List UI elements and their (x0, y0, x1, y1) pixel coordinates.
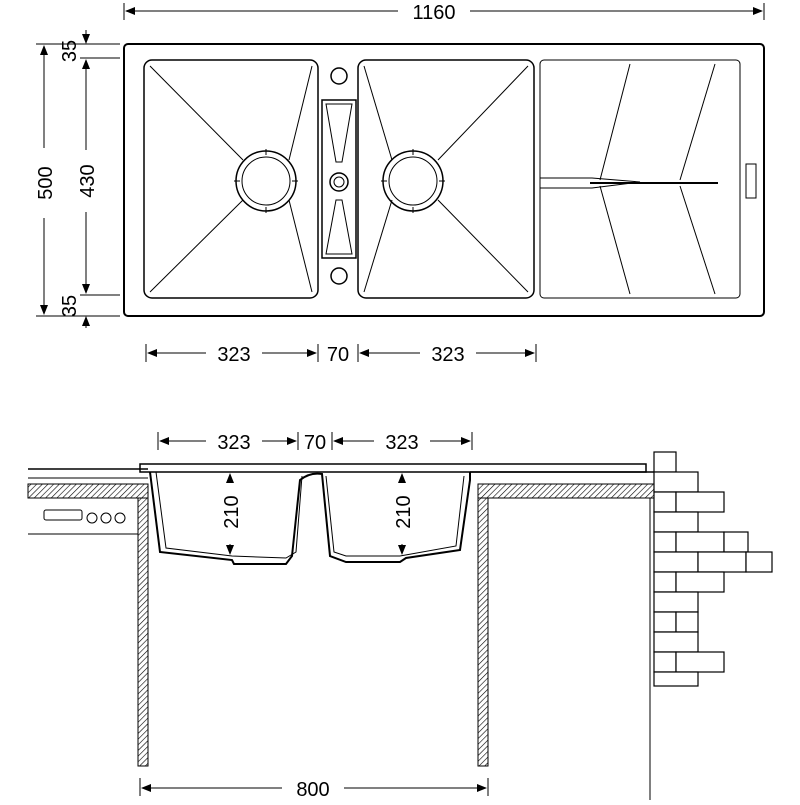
overflow-drain (329, 172, 349, 192)
drain-left (235, 150, 297, 212)
top-view: 1160 500 430 35 35 (35, 2, 765, 366)
dimension-label-bottom-margin: 35 (59, 295, 81, 317)
section-view: 323 70 323 (27, 432, 773, 801)
dimension-label-section-left-bowl: 323 (217, 432, 250, 454)
drainboard-stopper (745, 163, 757, 199)
tap-hole-bottom (330, 267, 348, 285)
control-knob-1 (86, 512, 98, 524)
cabinet-wall-right (477, 497, 489, 767)
countertop-left (27, 468, 149, 535)
control-knob-2 (100, 512, 112, 524)
tap-hole-top (330, 67, 348, 85)
dimension-label-left-bowl-depth: 210 (221, 495, 243, 528)
dimension-label-section-right-bowl: 323 (385, 432, 418, 454)
dimension-label-right-bowl-depth: 210 (393, 495, 415, 528)
dimension-bowl-depths: 210 210 (221, 473, 415, 555)
dimension-depths: 500 430 35 35 (35, 30, 120, 328)
brick-wall (653, 451, 773, 687)
dimension-bowls-section: 323 70 323 (157, 432, 473, 454)
cabinet (137, 497, 651, 800)
dimension-label-overall-width: 1160 (412, 2, 455, 24)
sink-rim (139, 463, 647, 473)
dimension-label-inner-depth: 430 (77, 164, 99, 197)
countertop-right (470, 471, 655, 499)
control-knob-3 (114, 512, 126, 524)
dimension-label-section-middle-gap: 70 (304, 432, 326, 454)
dimension-label-left-bowl: 323 (217, 344, 250, 366)
control-slot (43, 509, 83, 521)
drain-right (382, 150, 444, 212)
dimension-overall-width: 1160 (123, 2, 765, 24)
right-bowl (357, 59, 535, 299)
dimension-cabinet-width: 800 (139, 778, 489, 801)
drainboard (539, 59, 757, 299)
cabinet-wall-left (137, 497, 149, 767)
dimension-bowls-top: 323 70 323 (145, 344, 537, 366)
sink-bowls-profile (149, 471, 471, 565)
dimension-label-overall-depth: 500 (35, 166, 57, 199)
dimension-label-cabinet-width: 800 (296, 779, 329, 800)
middle-strip (321, 67, 357, 285)
dimension-label-top-margin: 35 (59, 40, 81, 62)
dimension-label-right-bowl: 323 (431, 344, 464, 366)
dimension-label-middle-gap: 70 (327, 344, 349, 366)
sink-outline (123, 43, 765, 317)
left-bowl (143, 59, 319, 299)
